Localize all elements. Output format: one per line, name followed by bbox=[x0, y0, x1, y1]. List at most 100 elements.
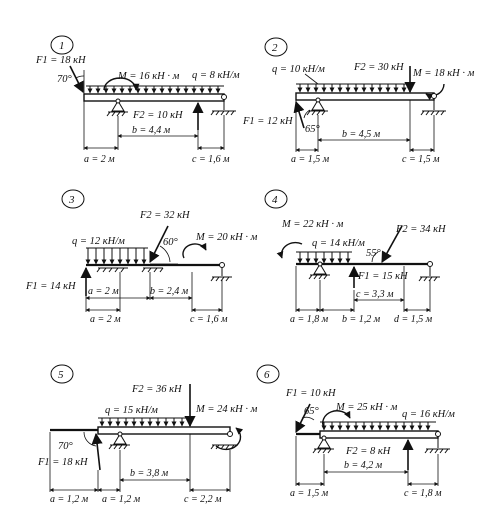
force-f2-arrow bbox=[149, 225, 169, 264]
label-c: c = 1,8 м bbox=[404, 488, 442, 499]
problem-number: 2 bbox=[272, 42, 278, 54]
angle-arc bbox=[303, 109, 311, 119]
problem-number: 4 bbox=[272, 194, 278, 206]
force-f2-arrow bbox=[381, 225, 403, 263]
label-q: q = 8 кН/м bbox=[192, 70, 240, 81]
roller-support bbox=[424, 431, 450, 454]
label-m: M = 25 кН · м bbox=[335, 402, 398, 413]
distributed-load bbox=[296, 83, 410, 93]
beam bbox=[83, 93, 225, 102]
problem-number-circle bbox=[50, 364, 74, 384]
label-q: q = 10 кН/м bbox=[272, 64, 325, 75]
problem-number-circle bbox=[264, 37, 288, 57]
label-angle: 65° bbox=[305, 124, 321, 135]
label-m: M = 22 кН · м bbox=[281, 219, 344, 230]
label-a: a = 2 м bbox=[84, 154, 115, 165]
roller-support bbox=[418, 261, 440, 282]
beam bbox=[319, 430, 439, 439]
pin-support bbox=[106, 98, 128, 117]
beam bbox=[97, 426, 231, 435]
label-f1: F1 = 18 кН bbox=[37, 457, 89, 468]
label-m: M = 16 кН · м bbox=[117, 71, 180, 82]
distributed-load bbox=[296, 251, 352, 264]
dimension-lines bbox=[85, 270, 223, 312]
label-q: q = 15 кН/м bbox=[105, 405, 158, 416]
moment-m-arc bbox=[182, 242, 207, 259]
label-c: c = 3,3 м bbox=[356, 289, 394, 300]
label-b: b = 4,4 м bbox=[132, 125, 171, 136]
problem-number: 3 bbox=[68, 194, 75, 206]
label-f1: F1 = 10 кН bbox=[285, 388, 337, 399]
roller-support bbox=[420, 93, 446, 116]
label-m: M = 24 кН · м bbox=[195, 404, 258, 415]
pin-support bbox=[308, 261, 330, 280]
label-c: c = 2,2 м bbox=[184, 494, 222, 505]
problem-number-circle bbox=[264, 189, 288, 209]
angle-arc bbox=[371, 251, 379, 263]
problem-number: 5 bbox=[58, 369, 64, 381]
label-a: a = 1,5 м bbox=[291, 154, 330, 165]
label-m: M = 18 кН · м bbox=[412, 68, 475, 79]
label-f2: F2 = 10 кН bbox=[132, 110, 184, 121]
dimension-lines bbox=[49, 432, 231, 492]
roller-support bbox=[210, 262, 232, 282]
label-b: b = 4,5 м bbox=[342, 129, 381, 140]
pin-support bbox=[312, 435, 334, 454]
label-f2: F2 = 8 кН bbox=[345, 446, 392, 457]
label-m: M = 20 кН · м bbox=[195, 232, 258, 243]
label-b: b = 4,2 м bbox=[344, 460, 383, 471]
label-c: c = 1,5 м bbox=[402, 154, 440, 165]
problem-6: 6 bbox=[256, 364, 455, 499]
label-angle: 65° bbox=[304, 406, 320, 417]
pin-support bbox=[108, 431, 130, 450]
label-b: b = 2,4 м bbox=[150, 286, 189, 297]
problem-number-circle bbox=[61, 189, 85, 209]
problem-number-circle bbox=[256, 364, 280, 384]
label-a-inner: a = 2 м bbox=[88, 286, 119, 297]
label-q: q = 14 кН/м bbox=[312, 238, 365, 249]
label-f2: F2 = 32 кН bbox=[139, 210, 191, 221]
label-angle: 70° bbox=[58, 441, 74, 452]
problem-4: 4 bbox=[264, 189, 447, 325]
dimension-lines bbox=[295, 100, 435, 152]
label-angle: 60° bbox=[163, 237, 179, 248]
label-c: c = 1,6 м bbox=[192, 154, 230, 165]
label-f1: F1 = 12 кН bbox=[242, 116, 294, 127]
label-a1: a = 1,2 м bbox=[50, 494, 89, 505]
problem-5: 5 bbox=[37, 364, 258, 505]
label-q: q = 16 кН/м bbox=[402, 409, 455, 420]
problem-number: 6 bbox=[264, 369, 270, 381]
label-a: a = 1,5 м bbox=[290, 488, 329, 499]
moment-m-arc bbox=[322, 410, 351, 429]
label-d: d = 1,5 м bbox=[394, 314, 433, 325]
label-f1: F1 = 15 кН bbox=[357, 271, 409, 282]
force-f1-arrow bbox=[293, 100, 305, 129]
problem-2: 2 bbox=[242, 37, 475, 165]
label-f2: F2 = 34 кН bbox=[395, 224, 447, 235]
distributed-load bbox=[98, 417, 190, 427]
problem-3: 3 bbox=[25, 189, 258, 325]
label-f1: F1 = 18 кН bbox=[35, 55, 87, 66]
angle-arc bbox=[83, 431, 97, 447]
dimension-lines bbox=[295, 436, 439, 486]
label-a2: a = 1,2 м bbox=[102, 494, 141, 505]
roller-support bbox=[210, 431, 238, 450]
angle-arc bbox=[75, 75, 85, 79]
fixed-support bbox=[96, 267, 164, 273]
angle-arc bbox=[301, 416, 315, 421]
problem-number-circle bbox=[50, 35, 74, 55]
distributed-load bbox=[86, 85, 224, 94]
angle-arc bbox=[159, 245, 171, 263]
problem-1: 1 bbox=[35, 35, 240, 165]
label-angle: 70° bbox=[57, 74, 73, 85]
distributed-load bbox=[85, 247, 148, 265]
label-c: c = 1,6 м bbox=[190, 314, 228, 325]
label-q: q = 12 кН/м bbox=[72, 236, 125, 247]
moment-m-arc bbox=[215, 427, 244, 451]
moment-m-arc bbox=[103, 77, 140, 91]
label-b: b = 1,2 м bbox=[342, 314, 381, 325]
dimension-lines bbox=[83, 101, 225, 150]
label-f2: F2 = 36 кН bbox=[131, 384, 183, 395]
dimension-lines bbox=[295, 266, 431, 312]
